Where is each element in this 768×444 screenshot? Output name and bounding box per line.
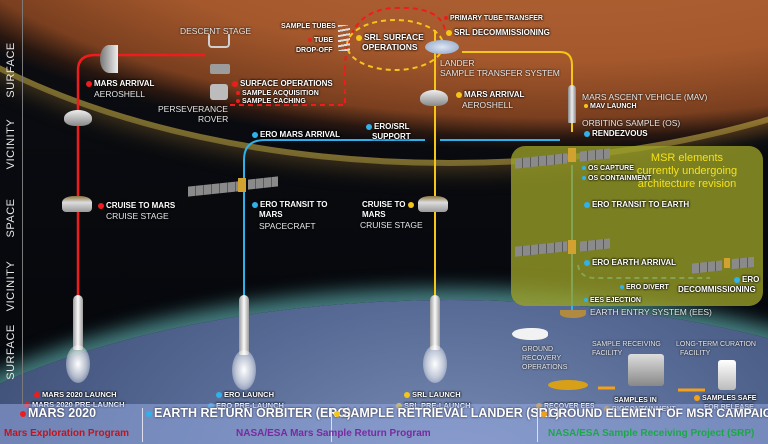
aeroshell-icon [100,45,118,73]
rover-label: PERSEVERANCE [158,104,228,114]
samples-safe-label: SAMPLES SAFE [694,394,756,404]
footer-divider [537,408,538,442]
sample-acquisition-label: SAMPLE ACQUISITION [236,89,319,99]
cruise-stage-icon [62,196,92,212]
ero-spacecraft-icon [238,178,246,192]
srl-aeroshell-label: AEROSHELL [462,100,514,110]
mars-arrival-label: MARS ARRIVAL [86,79,154,89]
ero-srl-support-label: ERO/SRL [366,122,410,132]
mav-label: MARS ASCENT VEHICLE (MAV) [582,92,708,102]
rendezvous-label: RENDEZVOUS [584,129,648,139]
rocket-plume-icon [423,345,447,383]
spacecraft-label: SPACECRAFT [259,221,316,231]
rocket-plume-icon [66,345,90,383]
ero-transit-mars-label: ERO TRANSIT TO [252,200,327,210]
ground-recovery-label: OPERATIONS [522,364,568,371]
ero-mars-arrival-label: ERO MARS ARRIVAL [252,130,340,140]
descent-stage-icon [208,34,230,48]
srl-launch-label: SRL LAUNCH [404,390,461,400]
sample-caching-label: SAMPLE CACHING [236,97,306,107]
srl-surface-ops-label: OPERATIONS [362,42,418,52]
mav-launch-label: MAV LAUNCH [584,102,637,112]
ltc-label: FACILITY [680,350,711,357]
lander-icon [425,40,459,54]
srl-cruise-label: MARS [362,210,386,219]
ero-divert-label: ERO DIVERT [620,283,669,293]
ero-spacecraft-icon [568,240,576,254]
ero-decommissioning-label: ERO [734,275,759,285]
mav-rocket-icon [568,85,576,123]
ees-capsule-icon [548,380,588,390]
footer-ero: EARTH RETURN ORBITER (ERO) [146,406,351,420]
ero-earth-arrival-label: ERO EARTH ARRIVAL [584,258,676,268]
cruise-stage-label: CRUISE STAGE [106,211,169,221]
footer-ground: GROUND ELEMENT OF MSR CAMPAIGN [541,406,768,420]
os-capture-label: OS CAPTURE [582,164,634,174]
aeroshell-icon [420,90,448,106]
biocontainment-label: SAMPLES IN [614,397,657,404]
srl-rocket-icon [430,295,440,350]
ground-recovery-label: RECOVERY [522,355,562,362]
rover-icon [210,64,230,74]
sample-transfer-system-label: SAMPLE TRANSFER SYSTEM [440,68,560,78]
ero-srl-support-label: SUPPORT [372,132,411,141]
srf-label: FACILITY [592,350,623,357]
rover-label: ROVER [198,114,229,124]
footer-mep: Mars Exploration Program [4,428,130,439]
ero-spacecraft-icon [724,258,730,268]
ees-ejection-label: EES EJECTION [584,296,641,306]
srf-label: SAMPLE RECEIVING [592,341,661,348]
srl-cruise-label: CRUISE TO [362,200,416,210]
srl-mars-arrival-label: MARS ARRIVAL [456,90,524,100]
rocket-plume-icon [232,350,256,390]
capsule-icon [64,110,92,126]
srl-decommissioning-label: SRL DECOMMISSIONING [446,28,550,38]
aeroshell-label: AEROSHELL [94,89,146,99]
footer-msr-program: NASA/ESA Mars Sample Return Program [236,428,431,439]
rover-icon [210,84,228,100]
srl-surface-ops-label: SRL SURFACE [356,32,424,42]
mars2020-rocket-icon [73,295,83,350]
primary-tube-transfer-label: PRIMARY TUBE TRANSFER [444,14,543,24]
phase-sidebar: SURFACE VICINITY SPACE VICINITY SURFACE [0,0,23,404]
footer-srl: SAMPLE RETRIEVAL LANDER (SRL) [334,406,560,420]
helicopter-icon [512,328,548,340]
mars2020-launch-label: MARS 2020 LAUNCH [34,390,117,400]
os-containment-label: OS CONTAINMENT [582,174,651,184]
ero-decommissioning-label: DECOMMISSIONING [678,285,756,294]
lander-label: LANDER [440,58,475,68]
cruise-to-mars-label: CRUISE TO MARS [98,201,175,211]
surface-ops-label: SURFACE OPERATIONS [232,79,333,89]
ero-transit-mars-label: MARS [259,210,283,219]
ees-capsule-icon [560,310,586,318]
sample-tubes-label: SAMPLE TUBES [281,23,336,30]
ground-recovery-label: GROUND [522,346,554,353]
ero-launch-label: ERO LAUNCH [216,390,274,400]
ltc-label: LONG-TERM CURATION [676,341,756,348]
campaign-footer [0,404,768,444]
curation-microscope-icon [718,360,736,390]
footer-mars2020: MARS 2020 [20,406,96,420]
dropoff-label: DROP-OFF [296,47,333,54]
ees-label: EARTH ENTRY SYSTEM (EES) [590,307,712,317]
footer-srp: NASA/ESA Sample Receiving Project (SRP) [548,428,755,439]
ero-transit-earth-label: ERO TRANSIT TO EARTH [584,200,689,210]
msr-revision-box [511,146,763,306]
descent-stage-label: DESCENT STAGE [180,26,252,36]
footer-divider [142,408,143,442]
footer-divider [331,408,332,442]
tube-label: TUBE [308,36,333,46]
sample-tubes-icon [338,25,350,51]
ero-spacecraft-icon [568,148,576,162]
ero-rocket-icon [239,295,249,355]
orbiting-sample-label: ORBITING SAMPLE (OS) [582,118,681,128]
cruise-stage-icon [418,196,448,212]
srl-cruise-stage-label: CRUISE STAGE [360,220,423,230]
sample-facility-icon [628,354,664,386]
